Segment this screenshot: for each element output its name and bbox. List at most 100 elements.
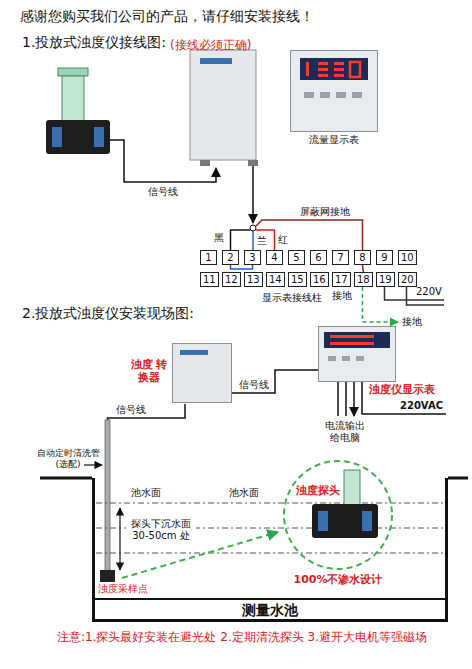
- node-text: 12: [225, 273, 238, 286]
- probe-window: [318, 511, 328, 531]
- signal-wire: [108, 404, 186, 422]
- ground-line: [40, 477, 468, 480]
- measuring-pool: 浊度探头100%不渗水设计测量水池: [92, 478, 448, 622]
- wire-label: 信号线: [148, 186, 178, 198]
- probe-collar: [58, 68, 88, 76]
- terminal-box: 1: [200, 250, 217, 265]
- converter-housing: [172, 343, 232, 403]
- node-text: 7: [335, 251, 346, 264]
- terminal-box: 2: [222, 250, 239, 265]
- strip-caption: 显示表接线柱: [262, 292, 322, 304]
- node-text: 9: [379, 251, 390, 264]
- display-housing: [318, 326, 396, 382]
- node-text: 15: [291, 273, 304, 286]
- led-digit: [330, 342, 374, 345]
- converter-housing: [190, 50, 256, 160]
- water-level-label: 池水面: [228, 487, 260, 499]
- terminal-box: 10: [398, 250, 417, 265]
- node-text: 20: [401, 273, 414, 286]
- led-digit: [318, 62, 328, 65]
- converter-plate: [200, 58, 232, 64]
- node-text: 3: [247, 251, 258, 264]
- display-housing: [290, 50, 378, 132]
- node-text: 13: [247, 273, 260, 286]
- signal-wire: [252, 166, 254, 223]
- node-text: 6: [313, 251, 324, 264]
- probe-window: [94, 127, 104, 147]
- wire-connector: [362, 265, 364, 272]
- node-text: 11: [203, 273, 216, 286]
- probe-base: [46, 120, 110, 154]
- terminal-box: 17: [332, 272, 351, 287]
- node-text: 100%不渗水设计: [272, 573, 404, 586]
- node-text: 2: [225, 251, 236, 264]
- note-text: 注意:1.探头最好安装在避光处 2.定期清洗探头 3.避开大电机等强磁场: [22, 630, 462, 644]
- flow-display: 流量显示表: [290, 50, 378, 132]
- terminal-box: 3: [244, 250, 261, 265]
- terminal-box: 11: [200, 272, 219, 287]
- option-label: 自动定时清洗管 (选配): [34, 448, 102, 470]
- led-digit: [334, 62, 344, 65]
- node-text: 浊度 转换器: [129, 358, 169, 384]
- cleaning-pipe: [105, 420, 110, 572]
- power-label: 220VAC: [400, 400, 443, 412]
- water-level-label: 池水面: [130, 487, 162, 499]
- probe-base: [312, 504, 378, 538]
- terminal-box: 5: [288, 250, 305, 265]
- key-button: [342, 356, 350, 361]
- cable-gland: [248, 160, 258, 166]
- probe-zoom-circle: 浊度探头100%不渗水设计: [282, 459, 394, 571]
- terminal-box: 19: [376, 272, 395, 287]
- probe-window: [362, 511, 372, 531]
- power-wire: [407, 287, 445, 305]
- led-digit: [334, 68, 344, 71]
- red-wire: [256, 230, 275, 250]
- turbidity-converter: 浊度 转换器: [172, 343, 232, 403]
- key-button: [356, 356, 364, 361]
- node-text: 浊度探头: [296, 484, 340, 497]
- warning-note: (接线必须正确): [170, 38, 251, 52]
- converter-plate: [180, 350, 208, 355]
- terminal-box: 4: [266, 250, 283, 265]
- terminal-box: 6: [310, 250, 327, 265]
- node-text: 流量显示表: [291, 134, 377, 146]
- led-panel: [300, 58, 368, 80]
- dashed-circle: [284, 461, 392, 569]
- terminal-box: 15: [288, 272, 307, 287]
- power-label: 220V: [416, 286, 442, 298]
- shield-wire: [256, 220, 363, 250]
- node-text: 4: [269, 251, 280, 264]
- output-label: 电流输出 给电脑: [322, 420, 368, 444]
- led-digit: [318, 68, 328, 71]
- led-digit: [318, 74, 328, 77]
- depth-arrow: [119, 508, 120, 570]
- terminal-box: 12: [222, 272, 241, 287]
- sample-point-label: 浊度采样点: [98, 583, 148, 595]
- led-digit: [350, 62, 360, 77]
- node-text: 18: [357, 273, 370, 286]
- key-button: [320, 92, 330, 98]
- depth-label: 探头下沉水面 30-50cm 处: [126, 518, 196, 542]
- ground-label: 接地: [332, 290, 352, 302]
- key-button: [304, 92, 314, 98]
- node-text: 17: [335, 273, 348, 286]
- key-button: [336, 92, 346, 98]
- node-text: 1: [203, 251, 214, 264]
- terminal-box: 14: [266, 272, 285, 287]
- node-text: 浊度仪显示表: [369, 383, 435, 396]
- section-heading: 1.投放式浊度仪接线图:: [22, 34, 166, 51]
- probe-body: [62, 76, 84, 122]
- circle-outline: [282, 459, 394, 571]
- terminal-box: 18: [354, 272, 373, 287]
- node-text: 14: [269, 273, 282, 286]
- led-digit: [306, 62, 309, 76]
- blue-jumper: [231, 265, 253, 269]
- probe-window: [52, 127, 62, 147]
- ground-label: 接地: [402, 316, 422, 328]
- wire-label: 屏蔽网接地: [300, 206, 350, 218]
- terminal-box: 20: [398, 272, 417, 287]
- pool-floor: [95, 598, 445, 600]
- terminal-box: 13: [244, 272, 263, 287]
